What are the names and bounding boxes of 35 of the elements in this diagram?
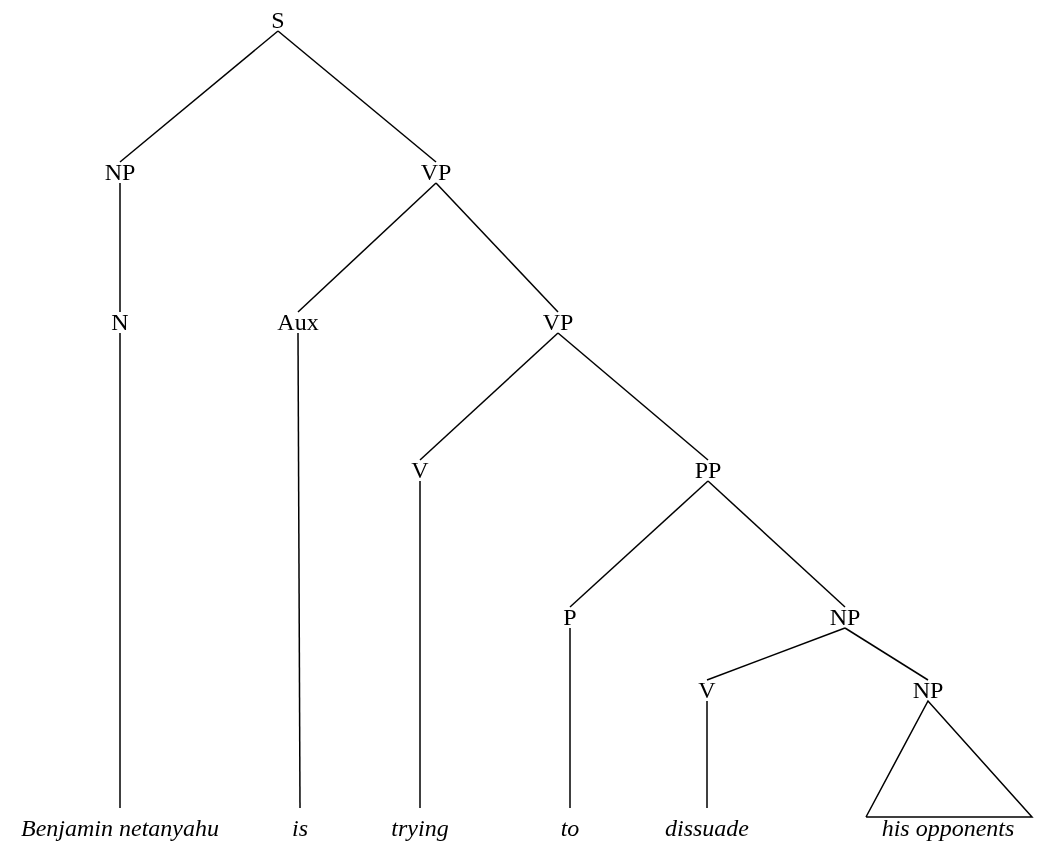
category-label: VP [420, 159, 452, 185]
category-label: NP [912, 677, 944, 703]
word-label: to [560, 815, 580, 841]
branch-line [707, 480, 846, 608]
category-label: N [111, 309, 129, 335]
branch-line [297, 182, 437, 313]
branch-line [419, 332, 559, 461]
branch-line [557, 332, 709, 461]
category-label: PP [694, 457, 722, 483]
category-label: NP [829, 604, 861, 630]
branch-line [119, 30, 279, 163]
word-label: his opponents [881, 815, 1015, 841]
branch-line [297, 332, 301, 809]
branch-line [119, 332, 121, 809]
branch-line [277, 30, 437, 163]
word-label: Benjamin netanyahu [21, 815, 219, 841]
word-label: is [292, 815, 308, 841]
category-label: NP [104, 159, 136, 185]
triangle-branch [864, 699, 1034, 818]
category-label: S [271, 7, 285, 33]
category-label: P [563, 604, 577, 630]
branch-line [569, 627, 571, 809]
branch-line [119, 182, 121, 313]
category-label: V [411, 457, 429, 483]
word-label: trying [391, 815, 449, 841]
category-label: VP [542, 309, 574, 335]
branch-line [706, 627, 846, 681]
branch-line [706, 700, 708, 809]
branch-line [419, 480, 421, 809]
category-label: V [698, 677, 716, 703]
branch-line [569, 480, 709, 608]
branch-line [844, 627, 929, 681]
branch-line [435, 182, 559, 313]
category-label: Aux [277, 309, 319, 335]
word-label: dissuade [665, 815, 749, 841]
